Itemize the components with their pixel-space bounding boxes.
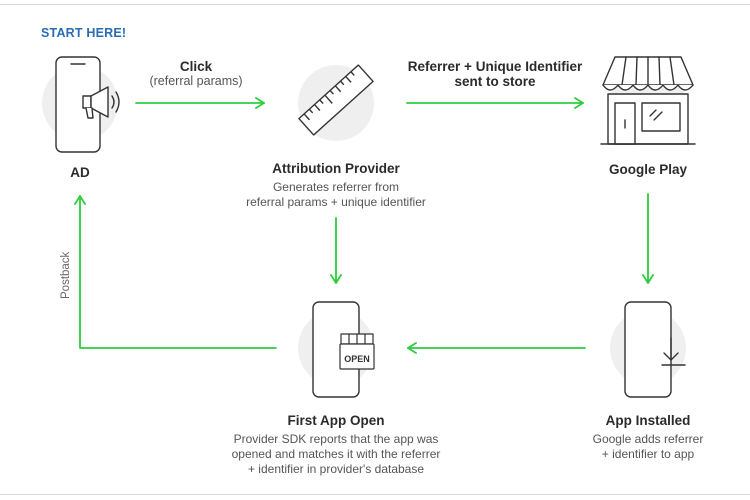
- installed-title: App Installed: [605, 413, 691, 428]
- first-open-desc-line3: + identifier in provider's database: [247, 462, 425, 476]
- mini-shop-icon: [339, 333, 375, 370]
- ruler-icon: [298, 64, 374, 136]
- first-open-desc-line2: opened and matches it with the referrer: [231, 447, 441, 461]
- google-play-title: Google Play: [608, 162, 688, 177]
- first-open-title: First App Open: [287, 413, 385, 428]
- installed-desc-line2: + identifier to app: [601, 447, 695, 461]
- to-store-label-line1: Referrer + Unique Identifier: [407, 59, 583, 74]
- postback-label: Postback: [60, 251, 72, 299]
- download-icon: [661, 337, 686, 366]
- store-icon: [600, 56, 696, 145]
- megaphone-icon: [82, 86, 120, 119]
- installed-phone-icon: [624, 301, 672, 398]
- arrow-postback-to-ad: [74, 195, 277, 349]
- start-here-label: START HERE!: [41, 26, 127, 40]
- bottom-border: [0, 494, 750, 495]
- attribution-title: Attribution Provider: [272, 161, 400, 176]
- top-border: [0, 4, 750, 5]
- open-badge-text: OPEN: [344, 354, 370, 364]
- to-store-label-line2: sent to store: [454, 74, 536, 89]
- attribution-desc-line2: referral params + unique identifier: [246, 195, 426, 209]
- first-open-desc-line1: Provider SDK reports that the app was: [233, 432, 439, 446]
- click-label: Click: [179, 59, 213, 74]
- ad-title: AD: [70, 165, 90, 180]
- attribution-desc-line1: Generates referrer from: [272, 180, 400, 194]
- click-sublabel: (referral params): [149, 74, 243, 88]
- installed-desc-line1: Google adds referrer: [592, 432, 704, 446]
